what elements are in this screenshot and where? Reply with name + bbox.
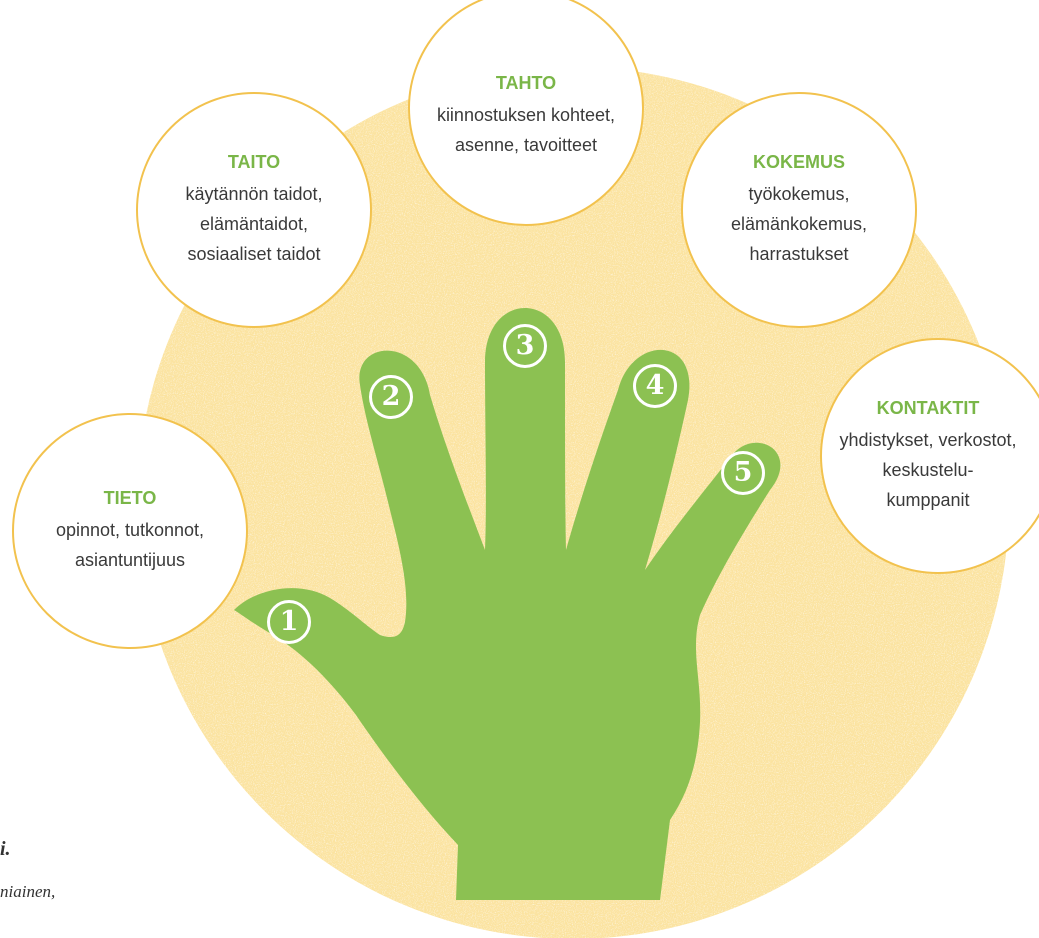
finger-number-5: 5 — [721, 451, 765, 495]
bubble-tahto: TAHTO kiinnostuksen kohteet, asenne, tav… — [408, 0, 644, 226]
bubble-taito-line: elämäntaidot, — [199, 213, 309, 234]
bubble-kontaktit-title: KONTAKTIT — [876, 397, 980, 418]
bubble-tahto-title: TAHTO — [495, 72, 557, 93]
finger-number-3: 3 — [503, 324, 547, 368]
bubble-tieto-line: asiantuntijuus — [74, 549, 186, 570]
bubble-kokemus-title: KOKEMUS — [752, 151, 845, 172]
bubble-kokemus-line: harrastukset — [749, 243, 849, 264]
bubble-kokemus: KOKEMUS työkokemus, elämänkokemus, harra… — [681, 92, 917, 328]
bubble-tieto: TIETO opinnot, tutkonnot, asiantuntijuus — [12, 413, 248, 649]
bubble-kokemus-line: työkokemus, — [748, 183, 850, 204]
bubble-kontaktit-line: kumppanit — [886, 489, 970, 510]
bubble-tahto-line: asenne, tavoitteet — [454, 134, 598, 155]
bubble-kokemus-line: elämänkokemus, — [730, 213, 868, 234]
cropped-text-fragment: i. — [0, 838, 11, 860]
finger-number-2: 2 — [369, 375, 413, 419]
bubble-tahto-line: kiinnostuksen kohteet, — [436, 104, 616, 125]
bubble-taito-title: TAITO — [227, 151, 281, 172]
finger-number-1: 1 — [267, 600, 311, 644]
bubble-kontaktit: KONTAKTIT yhdistykset, verkostot, keskus… — [820, 338, 1039, 574]
bubble-tieto-title: TIETO — [103, 487, 157, 508]
bubble-taito-line: käytännön taidot, — [185, 183, 323, 204]
cropped-text-fragment: niainen, — [0, 882, 56, 901]
bubble-kontaktit-line: keskustelu- — [882, 459, 974, 480]
bubble-kontaktit-line: yhdistykset, verkostot, — [839, 429, 1017, 450]
bubble-taito: TAITO käytännön taidot, elämäntaidot, so… — [136, 92, 372, 328]
hand-shape — [234, 308, 781, 900]
bubble-tieto-line: opinnot, tutkonnot, — [55, 519, 205, 540]
bubble-taito-line: sosiaaliset taidot — [187, 243, 321, 264]
finger-number-4: 4 — [633, 364, 677, 408]
